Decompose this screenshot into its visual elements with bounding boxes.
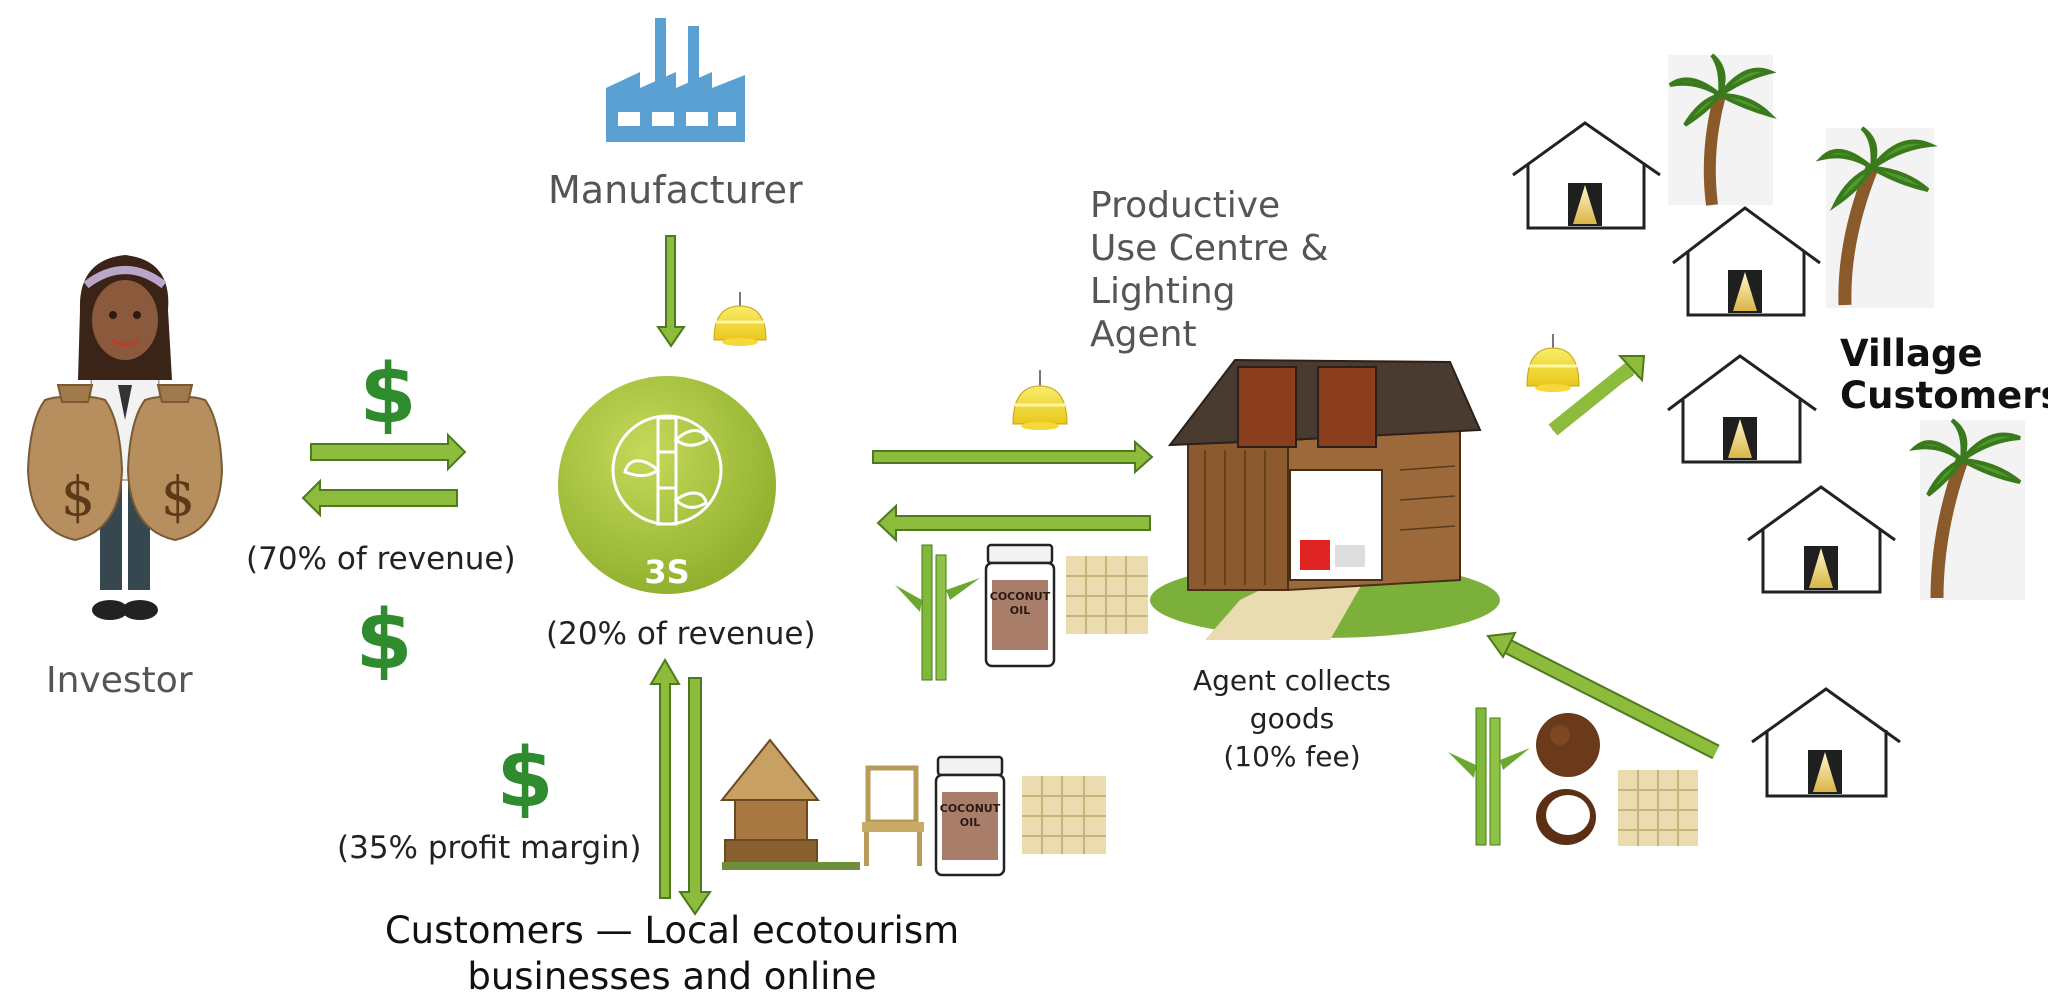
arrow-customers-to-3s [649, 658, 681, 899]
lamp-icon-manufacturer [713, 292, 767, 346]
bamboo-icon-agent [895, 544, 980, 681]
arrow-village-to-agent [1486, 631, 1720, 760]
arrow-manufacturer-to-3s [656, 235, 686, 348]
lamp-icon-village [1526, 334, 1580, 392]
customers-label: Customers — Local ecotourism businesses … [384, 909, 960, 998]
palm-tree-3 [1908, 418, 2025, 600]
svg-text:OIL: OIL [1010, 604, 1030, 617]
arrow-3s-to-customers [678, 677, 712, 916]
svg-text:COCONUT: COCONUT [940, 802, 1001, 815]
arrow-agent-to-village [1548, 354, 1646, 436]
arrow-agent-to-3s [876, 503, 1151, 543]
productive-use-centre-label: Productive Use Centre & Lighting Agent [1090, 185, 1329, 355]
coconut-oil-jar-agent: COCONUT OIL [984, 543, 1056, 668]
dollar-icon-customers: $ [496, 731, 553, 826]
palm-tree-2 [1815, 126, 1938, 308]
village-house-4 [1747, 485, 1896, 594]
village-customers-label: Village Customers [1840, 332, 2048, 417]
village-house-2 [1672, 206, 1821, 317]
dollar-icon-return: $ [355, 593, 412, 688]
bamboo-hut-icon [719, 738, 860, 870]
woven-mat-agent [1066, 556, 1148, 634]
village-house-5 [1751, 687, 1901, 798]
arrow-investor-to-3s [310, 432, 467, 472]
palm-tree-1 [1668, 53, 1777, 206]
customer-profit-margin: (35% profit margin) [337, 830, 642, 866]
svg-text:COCONUT: COCONUT [990, 590, 1051, 603]
svg-text:OIL: OIL [960, 816, 980, 829]
coconut-oil-jar-customers: COCONUT OIL [934, 755, 1006, 877]
factory-icon [606, 18, 745, 142]
village-house-1 [1512, 121, 1661, 230]
coconut-icon-whole [1536, 713, 1600, 777]
arrow-3s-to-agent [872, 439, 1154, 475]
3s-logo [558, 376, 776, 594]
woven-mat-village [1618, 770, 1698, 846]
manufacturer-label: Manufacturer [548, 168, 803, 212]
bamboo-icon-village [1448, 707, 1530, 846]
money-bag-right-dollar: $ [161, 465, 195, 528]
investor-illustration [26, 255, 224, 620]
woven-mat-customers [1022, 776, 1106, 854]
dollar-icon-investment: $ [359, 347, 416, 442]
money-bag-left-dollar: $ [61, 465, 95, 528]
bamboo-chair-icon [862, 765, 924, 866]
agent-shop-illustration [1150, 358, 1500, 640]
3s-logo-text: 3S [644, 553, 689, 591]
agent-collects-goods-label: Agent collects goods (10% fee) [1192, 664, 1392, 773]
coconut-icon-half [1536, 789, 1596, 845]
3s-revenue-share: (20% of revenue) [546, 616, 816, 652]
investor-revenue-share: (70% of revenue) [246, 541, 516, 577]
lamp-icon-agent [1012, 370, 1068, 430]
investor-label: Investor [46, 660, 193, 701]
arrow-3s-to-investor [301, 478, 458, 518]
village-house-3 [1667, 354, 1817, 464]
